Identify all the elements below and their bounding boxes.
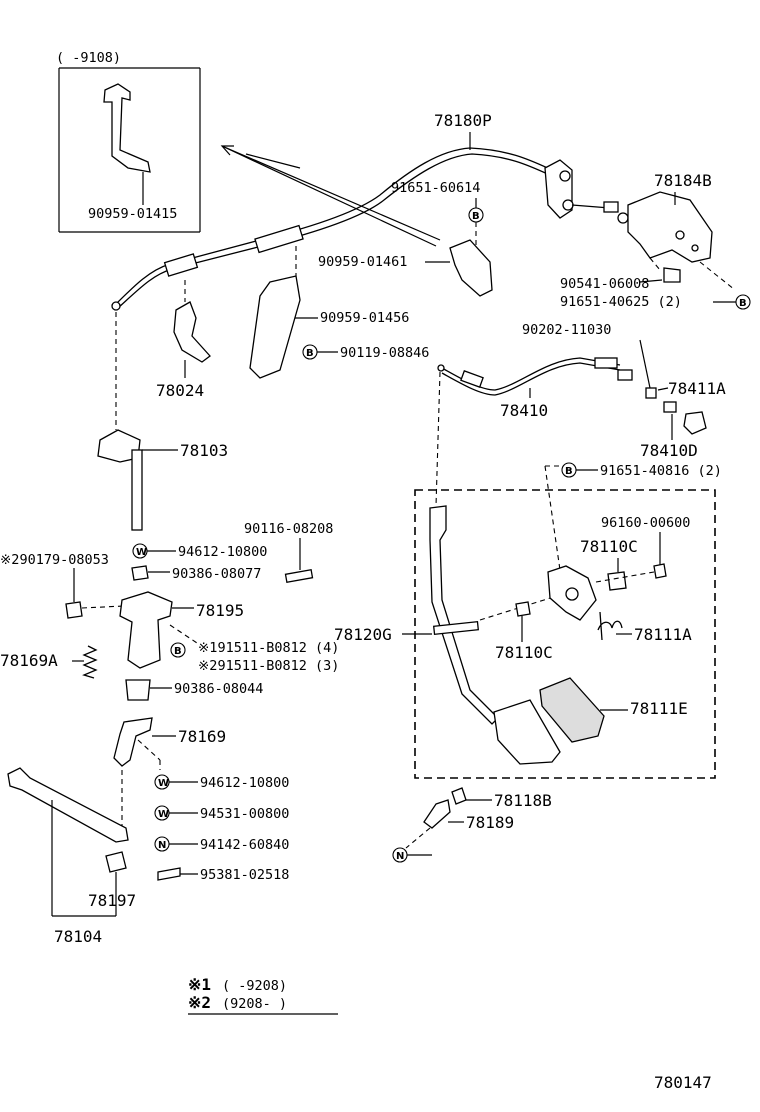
label-90386-08044: 90386-08044: [174, 681, 263, 697]
svg-text:B: B: [565, 466, 573, 477]
label-78180P: 78180P: [434, 111, 492, 130]
pedal-lever-78120G: [429, 505, 499, 725]
badge-n-1: N: [392, 847, 408, 863]
svg-text:W: W: [158, 809, 169, 820]
label-78197: 78197: [88, 891, 136, 910]
footnote-1-range: ( -9208): [222, 978, 287, 994]
diagram-id: 780147: [654, 1073, 712, 1092]
label-78118B: 78118B: [494, 791, 552, 810]
lever-78169-shape: [113, 717, 153, 767]
badge-b-4: B: [561, 462, 577, 478]
svg-text:B: B: [472, 211, 480, 222]
label-78195: 78195: [196, 601, 244, 620]
footnote-1-mark: ※1: [188, 975, 211, 994]
label-78103: 78103: [180, 441, 228, 460]
label-78111E: 78111E: [630, 699, 688, 718]
label-78184B: 78184B: [654, 171, 712, 190]
badge-b-1: B: [468, 207, 484, 223]
bracket-78184B-shape: [627, 191, 713, 263]
svg-text:N: N: [158, 840, 166, 851]
badge-w-2: W: [154, 774, 170, 790]
label-78169A: 78169A: [0, 651, 58, 670]
spring-78111A: [597, 611, 623, 641]
svg-text:W: W: [158, 778, 169, 789]
label-90541-06008: 90541-06008: [560, 276, 649, 292]
label-90386-08077: 90386-08077: [172, 566, 261, 582]
svg-text:W: W: [136, 547, 147, 558]
label-90202-11030: 90202-11030: [522, 322, 611, 338]
label-90116-08208: 90116-08208: [244, 521, 333, 537]
footnotes: ※1 ( -9208) ※2 (9208- ): [188, 975, 338, 1015]
pedal-pad-78120G: [493, 699, 561, 765]
label-78104: 78104: [54, 927, 102, 946]
label-78169: 78169: [178, 727, 226, 746]
label-91651-40816: 91651-40816 (2): [600, 463, 722, 479]
pedal-pad-78111E: [539, 677, 605, 743]
label-191511-B0812: ※191511-B0812 (4): [198, 640, 339, 656]
label-90959-01456: 90959-01456: [320, 310, 409, 326]
label-91651-60614: 91651-60614: [391, 180, 480, 196]
clamp-90959-01456-shape: [249, 275, 301, 379]
svg-text:B: B: [739, 298, 747, 309]
label-78024: 78024: [156, 381, 204, 400]
cable-78180P: [111, 147, 629, 311]
label-78411A: 78411A: [668, 379, 726, 398]
label-78110C-a: 78110C: [580, 537, 638, 556]
spring-78169A: [82, 645, 98, 679]
label-291511-B0812: ※291511-B0812 (3): [198, 658, 339, 674]
badge-w-3: W: [154, 805, 170, 821]
badge-b-2: B: [735, 294, 751, 310]
svg-text:B: B: [306, 348, 314, 359]
badge-b-3: B: [302, 344, 318, 360]
label-290179-08053: ※290179-08053: [0, 552, 109, 568]
label-94531-00800: 94531-00800: [200, 806, 289, 822]
label-96160-00600: 96160-00600: [601, 515, 690, 531]
bracket-90959-01415-shape: [103, 83, 151, 173]
badge-b-5: B: [170, 642, 186, 658]
footnote-2-mark: ※2: [188, 993, 211, 1012]
clip-90959-01461-shape: [449, 239, 493, 297]
label-94612-10800-a: 94612-10800: [178, 544, 267, 560]
label-78189: 78189: [466, 813, 514, 832]
inset-box: ( -9108) 90959-01415: [56, 50, 201, 233]
bracket-78024-shape: [173, 301, 211, 363]
shaft-78103: [97, 312, 143, 531]
direction-arrow: [220, 145, 441, 247]
label-94612-10800-b: 94612-10800: [200, 775, 289, 791]
label-78120G: 78120G: [334, 625, 392, 644]
inset-range-label: ( -9108): [56, 50, 121, 66]
badge-w-1: W: [132, 543, 148, 559]
label-78110C-b: 78110C: [495, 643, 553, 662]
footnote-2-range: (9208- ): [222, 996, 287, 1012]
label-90959-01461: 90959-01461: [318, 254, 407, 270]
badge-n-2: N: [154, 836, 170, 852]
label-94142-60840: 94142-60840: [200, 837, 289, 853]
rod-78104-shape: [7, 767, 129, 843]
label-78111A: 78111A: [634, 625, 692, 644]
label-78410D: 78410D: [640, 441, 698, 460]
bracket-78195-shape: [119, 591, 173, 669]
label-90959-01415: 90959-01415: [88, 206, 177, 222]
svg-text:N: N: [396, 851, 404, 862]
cable-78410: [437, 357, 633, 396]
label-90119-08846: 90119-08846: [340, 345, 429, 361]
svg-text:B: B: [174, 646, 182, 657]
label-78410: 78410: [500, 401, 548, 420]
label-95381-02518: 95381-02518: [200, 867, 289, 883]
label-91651-40625: 91651-40625 (2): [560, 294, 682, 310]
